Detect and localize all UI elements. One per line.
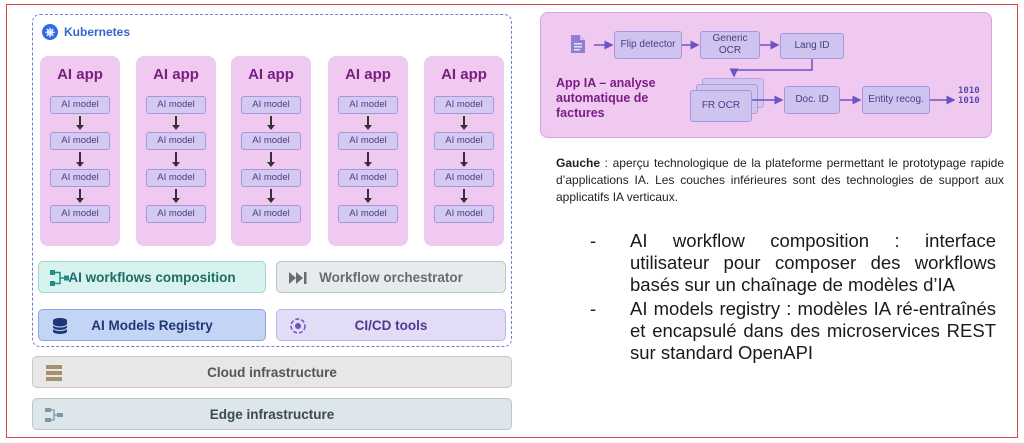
bullet-text: AI models registry : modèles IA ré-entra…: [630, 298, 996, 363]
model-flow-arrow: [267, 116, 275, 130]
ai-model-box: AI model: [241, 96, 301, 114]
doc-id-node: Doc. ID: [784, 86, 840, 114]
model-flow-arrow: [460, 189, 468, 203]
ai-app-title: AI app: [345, 66, 391, 83]
ai-app-title: AI app: [57, 66, 103, 83]
gear-cycle-icon: [290, 318, 306, 334]
flip-detector-label: Flip detector: [620, 39, 676, 50]
ai-model-box: AI model: [241, 132, 301, 150]
ai-model-box: AI model: [241, 169, 301, 187]
ai-model-box: AI model: [146, 96, 206, 114]
ai-model-box: AI model: [146, 132, 206, 150]
bullet-text: AI workflow composition : interface util…: [630, 230, 996, 295]
model-flow-arrow: [172, 116, 180, 130]
model-flow-arrow: [76, 116, 84, 130]
ai-app-3: AI app AI model AI model AI model AI model: [231, 56, 311, 246]
ai-model-box: AI model: [338, 205, 398, 223]
cloud-infrastructure-label: Cloud infrastructure: [207, 364, 337, 380]
bullet-list: - AI workflow composition : interface ut…: [590, 230, 996, 364]
ai-model-box: AI model: [338, 132, 398, 150]
caption: Gauche : aperçu technologique de la plat…: [556, 155, 1004, 206]
doc-id-label: Doc. ID: [795, 94, 829, 105]
ai-app-title: AI app: [248, 66, 294, 83]
ai-app-2: AI app AI model AI model AI model AI model: [136, 56, 216, 246]
ai-models-registry-layer: AI Models Registry: [38, 309, 266, 341]
ai-app-4: AI app AI model AI model AI model AI model: [328, 56, 408, 246]
ai-model-box: AI model: [146, 169, 206, 187]
kubernetes-cluster: [32, 14, 512, 347]
model-flow-arrow: [172, 152, 180, 167]
ai-app-title: AI app: [441, 66, 487, 83]
generic-ocr-node: Generic OCR: [700, 31, 760, 59]
bullet-workflow-composition: - AI workflow composition : interface ut…: [590, 230, 996, 296]
lang-id-node: Lang ID: [780, 33, 844, 59]
entity-recog-node: Entity recog.: [862, 86, 930, 114]
bullet-marker: -: [590, 230, 597, 251]
kubernetes-header: ⎈ Kubernetes: [42, 24, 130, 40]
kubernetes-wheel-icon: ⎈: [42, 24, 58, 40]
flip-detector-node: Flip detector: [614, 31, 682, 59]
ai-model-box: AI model: [241, 205, 301, 223]
binary-output-icon: 1010 1010: [958, 86, 980, 106]
ai-workflows-composition-label: AI workflows composition: [68, 269, 236, 285]
outer-frame: [6, 4, 1018, 438]
model-flow-arrow: [364, 189, 372, 203]
ai-app-1: AI app AI model AI model AI model AI model: [40, 56, 120, 246]
ai-models-registry-label: AI Models Registry: [91, 317, 213, 333]
generic-ocr-label: Generic OCR: [712, 33, 748, 56]
ci-cd-tools-layer: CI/CD tools: [276, 309, 506, 341]
model-flow-arrow: [460, 116, 468, 130]
workflow-orchestrator-layer: Workflow orchestrator: [276, 261, 506, 293]
document-icon: [571, 35, 585, 53]
ai-model-box: AI model: [50, 96, 110, 114]
ai-model-box: AI model: [146, 205, 206, 223]
caption-text: : aperçu technologique de la plateforme …: [556, 156, 1004, 204]
model-flow-arrow: [267, 152, 275, 167]
model-flow-arrow: [76, 152, 84, 167]
workflow-orchestrator-label: Workflow orchestrator: [319, 269, 463, 285]
entity-recog-label: Entity recog.: [868, 94, 924, 105]
server-rack-icon: [46, 365, 62, 381]
model-flow-arrow: [364, 116, 372, 130]
app-ia-title: App IA – analyse automatique de factures: [556, 76, 656, 120]
ai-model-box: AI model: [50, 205, 110, 223]
edge-network-icon: [45, 408, 63, 422]
bullet-marker: -: [590, 298, 597, 319]
ai-model-box: AI model: [434, 132, 494, 150]
fast-forward-icon: [289, 272, 307, 284]
ai-model-box: AI model: [338, 169, 398, 187]
model-flow-arrow: [76, 189, 84, 203]
caption-lead: Gauche: [556, 156, 601, 170]
ai-app-title: AI app: [153, 66, 199, 83]
fr-ocr-label: FR OCR: [701, 100, 741, 111]
bullet-models-registry: - AI models registry : modèles IA ré-ent…: [590, 298, 996, 364]
ai-model-box: AI model: [434, 169, 494, 187]
ai-model-box: AI model: [434, 205, 494, 223]
ai-app-5: AI app AI model AI model AI model AI model: [424, 56, 504, 246]
database-icon: [52, 318, 68, 334]
lang-id-label: Lang ID: [794, 40, 830, 51]
cloud-infrastructure-layer: Cloud infrastructure: [32, 356, 512, 388]
model-flow-arrow: [267, 189, 275, 203]
ai-model-box: AI model: [434, 96, 494, 114]
ai-model-box: AI model: [50, 169, 110, 187]
fr-ocr-node: FR OCR: [690, 90, 752, 122]
edge-infrastructure-label: Edge infrastructure: [209, 406, 335, 422]
ai-workflows-composition-layer: AI workflows composition: [38, 261, 266, 293]
ai-model-box: AI model: [338, 96, 398, 114]
model-flow-arrow: [172, 189, 180, 203]
edge-infrastructure-layer: Edge infrastructure: [32, 398, 512, 430]
kubernetes-title: Kubernetes: [64, 25, 131, 39]
ai-model-box: AI model: [50, 132, 110, 150]
model-flow-arrow: [460, 152, 468, 167]
ci-cd-tools-label: CI/CD tools: [354, 317, 428, 333]
workflow-nodes-icon: [50, 270, 69, 286]
model-flow-arrow: [364, 152, 372, 167]
